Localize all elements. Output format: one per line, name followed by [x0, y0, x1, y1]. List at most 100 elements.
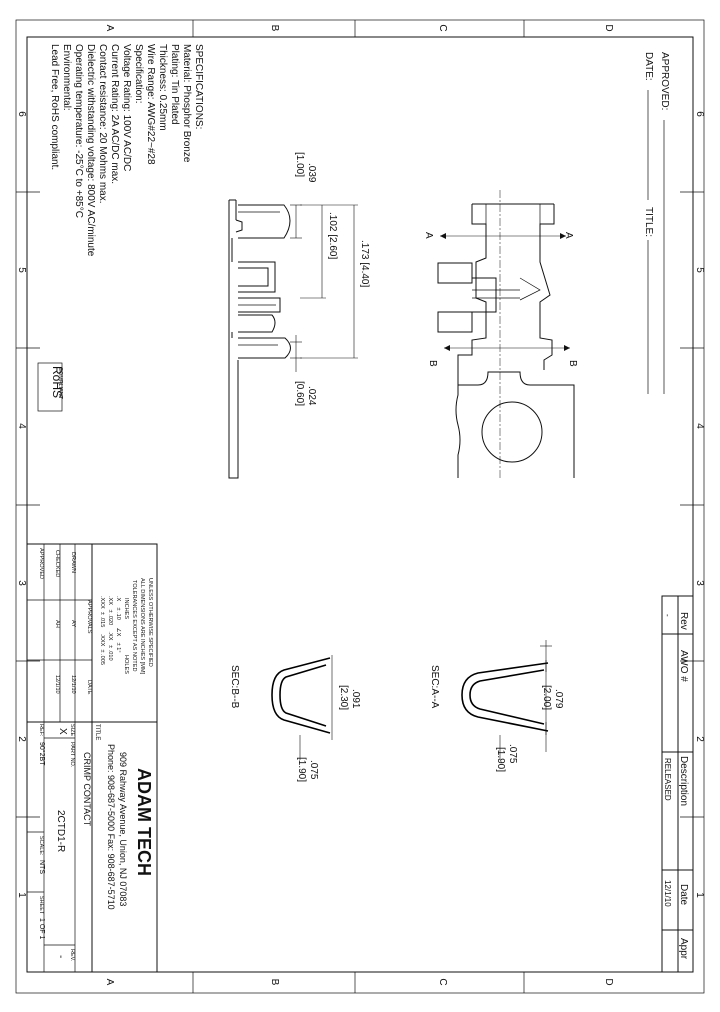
- rev-row-description: RELEASED: [663, 758, 672, 801]
- border-number-4-left: 4: [16, 423, 27, 429]
- border-letter-a-bottom: A: [104, 979, 115, 986]
- drawn-date: 12/1/10: [70, 675, 76, 694]
- approved-label-block: APPROVED: [38, 548, 44, 579]
- ref-value: 90°2BT: [38, 742, 46, 766]
- border-letter-a-top: A: [104, 25, 115, 32]
- border-number-1-left: 1: [16, 892, 27, 898]
- rev-row-rev: -: [663, 614, 672, 617]
- rev-header-rev: Rev: [678, 612, 689, 630]
- drawn-by: AY: [70, 620, 76, 627]
- border-numbers: 6 5 4 3 2 1 6 5 4 3 2 1: [16, 111, 705, 898]
- dim-039: .039: [306, 163, 317, 183]
- section-markers: A A B B: [423, 232, 578, 367]
- spec-line: Dielectric withstanding voltage: 800V AC…: [85, 44, 96, 257]
- rev-header-description: Description: [678, 756, 689, 806]
- approval-block: APPROVED: DATE: TITLE:: [643, 52, 670, 394]
- company-name: ADAM TECH: [134, 768, 154, 876]
- border-number-5-right: 5: [694, 267, 705, 273]
- dim-039-mm: [1.00]: [294, 152, 305, 177]
- rev-row-date: 12/1/10: [663, 880, 672, 907]
- spec-line: Thickness: 0.25mm: [157, 44, 168, 131]
- border-number-6-right: 6: [694, 111, 705, 117]
- approvals-header: APPROVALS: [86, 600, 92, 634]
- tolerance-line: .X ± .10 ∠X ± 1°: [115, 596, 122, 653]
- border-number-6-left: 6: [16, 111, 27, 117]
- holes-label: HOLES: [123, 655, 129, 674]
- section-a-dimensions: SEC:A--A .079 [2.00] .075 [1.90]: [429, 640, 564, 772]
- date-label: DATE:: [643, 52, 654, 81]
- rev-value: -: [55, 955, 66, 958]
- tolerance-line: .XXX ± .015 .XXX ± .005: [99, 596, 105, 665]
- section-b-dimensions: SEC:B--B .091 [2.30] .075 [1.90]: [229, 655, 361, 782]
- size-value: X: [57, 728, 68, 735]
- dim-079-mm: [2.00]: [541, 685, 552, 710]
- sheet-label: SHEET: [38, 896, 44, 915]
- section-b-view: [271, 657, 331, 734]
- section-a-right-label: A: [563, 232, 574, 239]
- approved-label: APPROVED:: [659, 52, 670, 110]
- spec-line: Contact resistance: 20 Mohms max.: [97, 44, 108, 204]
- border-number-2-left: 2: [16, 736, 27, 742]
- border-frame: [15, 19, 705, 994]
- spec-line: Wire Range: AWG#22~#28: [145, 44, 156, 165]
- checked-date: 12/1/10: [54, 675, 60, 694]
- border-number-3-right: 3: [694, 580, 705, 586]
- rev-header-appr: Appr: [678, 938, 689, 960]
- dim-024: .024: [306, 386, 317, 406]
- dim-079: .079: [553, 689, 564, 709]
- ref-label: REF:: [38, 724, 44, 737]
- section-b-label: SEC:B--B: [229, 665, 240, 709]
- date-header: DATE: [86, 680, 92, 695]
- rev-header-date: Date: [678, 884, 689, 906]
- rev-label: REV.: [69, 949, 75, 962]
- spec-line: Lead Free, RoHS compliant.: [49, 44, 60, 170]
- side-view: [228, 199, 291, 479]
- drawn-label: DRAWN: [70, 552, 76, 573]
- spec-line: Plating: Tin Plated: [169, 44, 180, 125]
- dim-024-mm: [0.60]: [294, 381, 305, 406]
- section-a-label: SEC:A--A: [429, 665, 440, 709]
- tolerance-line: TOLERANCES EXCEPT AS NOTED: [131, 580, 137, 672]
- border-letter-c-bottom: C: [437, 978, 448, 985]
- part-no-value: 2CTD1-R: [55, 810, 66, 852]
- part-no-label: PART NO.: [69, 742, 75, 768]
- scale-value: NTS: [38, 860, 45, 874]
- scale-label: SCALE:: [38, 836, 44, 856]
- checked-by: AH: [54, 620, 60, 628]
- specifications: SPECIFICATIONS: Material: Phosphor Bronz…: [49, 44, 204, 257]
- spec-line: Current Rating: 2A AC/DC max.: [109, 44, 120, 184]
- border-number-2-right: 2: [694, 736, 705, 742]
- side-view-dimensions: .039 [1.00] .102 [2.60] .173 [4.40] .024…: [290, 152, 370, 406]
- company-address: 909 Rahway Avenue, Union, NJ 07083: [118, 752, 128, 906]
- border-letters: A B C D A B C D: [104, 24, 614, 985]
- company-phone: Phone: 908-687-5000 Fax: 908-687-5710: [106, 744, 116, 910]
- dim-075-b-mm: [1.90]: [296, 757, 307, 782]
- border-number-5-left: 5: [16, 267, 27, 273]
- border-letter-c-top: C: [437, 24, 448, 31]
- spec-line: Operating temperature: -25°C to +85°C: [73, 44, 84, 218]
- rohs-badge: RoHS COMPLIANT: [37, 362, 64, 412]
- border-letter-d-bottom: D: [603, 978, 614, 985]
- border-number-4-right: 4: [694, 423, 705, 429]
- border-letter-d-top: D: [603, 24, 614, 31]
- drawing-title: CRIMP CONTACT: [82, 752, 92, 827]
- tolerance-line: ALL DIMENSIONS ARE INCHES [MM]: [139, 578, 145, 675]
- dim-102: .102 [2.60]: [327, 212, 338, 259]
- section-a-view: [461, 660, 549, 735]
- title-label: TITLE:: [643, 207, 654, 237]
- dim-091: .091: [350, 689, 361, 709]
- spec-line: Environmental:: [61, 44, 72, 111]
- border-letter-b-bottom: B: [269, 979, 280, 986]
- border-number-3-left: 3: [16, 580, 27, 586]
- title-label-block: TITLE: [94, 724, 100, 740]
- spec-line: Voltage Rating: 100V AC/DC: [121, 44, 132, 171]
- border-letter-b-top: B: [269, 25, 280, 32]
- border-number-1-right: 1: [694, 892, 705, 898]
- top-view: [437, 190, 575, 478]
- section-b-right-label: B: [567, 360, 578, 367]
- spec-heading: SPECIFICATIONS:: [193, 44, 204, 129]
- revision-table: Rev AWO # Description Date Appr - RELEAS…: [661, 595, 694, 973]
- sheet-value: 1 OF 1: [38, 918, 45, 940]
- section-b-left-label: B: [427, 360, 438, 367]
